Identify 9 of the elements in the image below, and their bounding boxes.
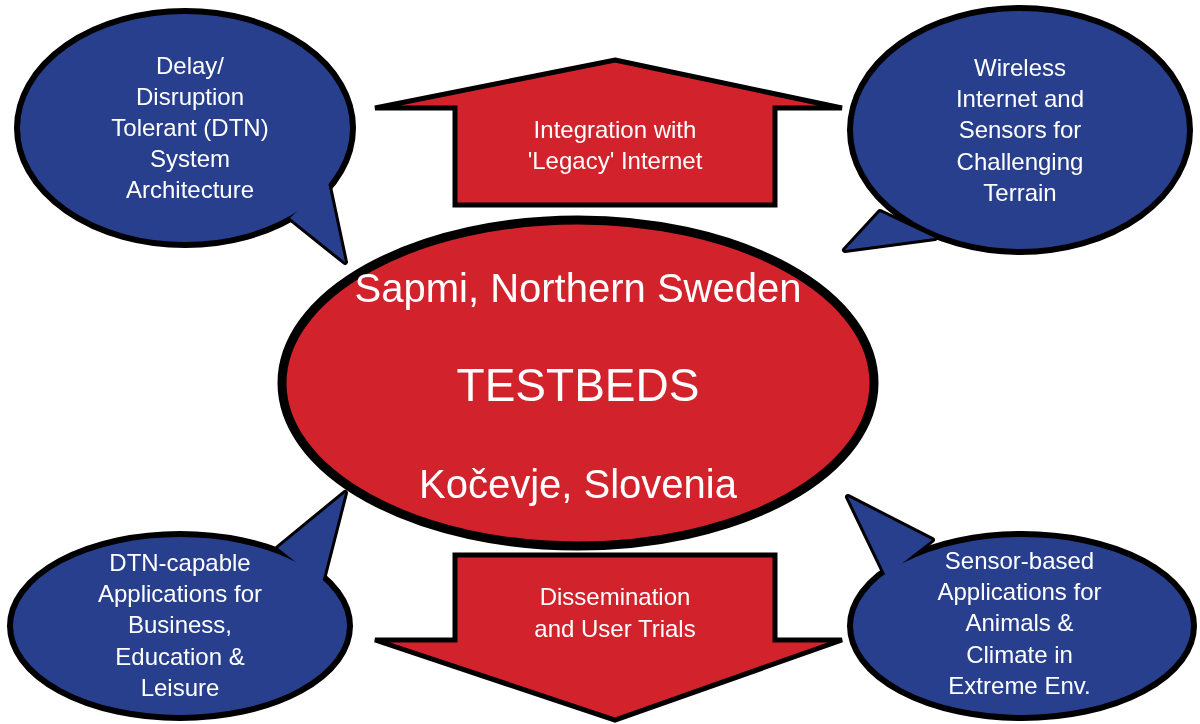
heading-text: Kočevje, Slovenia xyxy=(419,461,737,508)
label-text: DTN-capable Applications for Business, Education & Leisure xyxy=(96,548,264,703)
label-text: Sensor-based Applications for Animals & Climate in Extreme Env. xyxy=(936,546,1103,701)
label-text: Integration with 'Legacy' Internet xyxy=(526,114,704,176)
label-text: Wireless Internet and Sensors for Challenging Terrain xyxy=(954,53,1086,208)
heading-text: TESTBEDS xyxy=(456,358,700,414)
heading-text: Sapmi, Northern Sweden xyxy=(354,265,802,312)
label-text: Delay/ Disruption Tolerant (DTN) System Architecture xyxy=(110,50,270,206)
label-text: Dissemination and User Trials xyxy=(533,582,697,644)
